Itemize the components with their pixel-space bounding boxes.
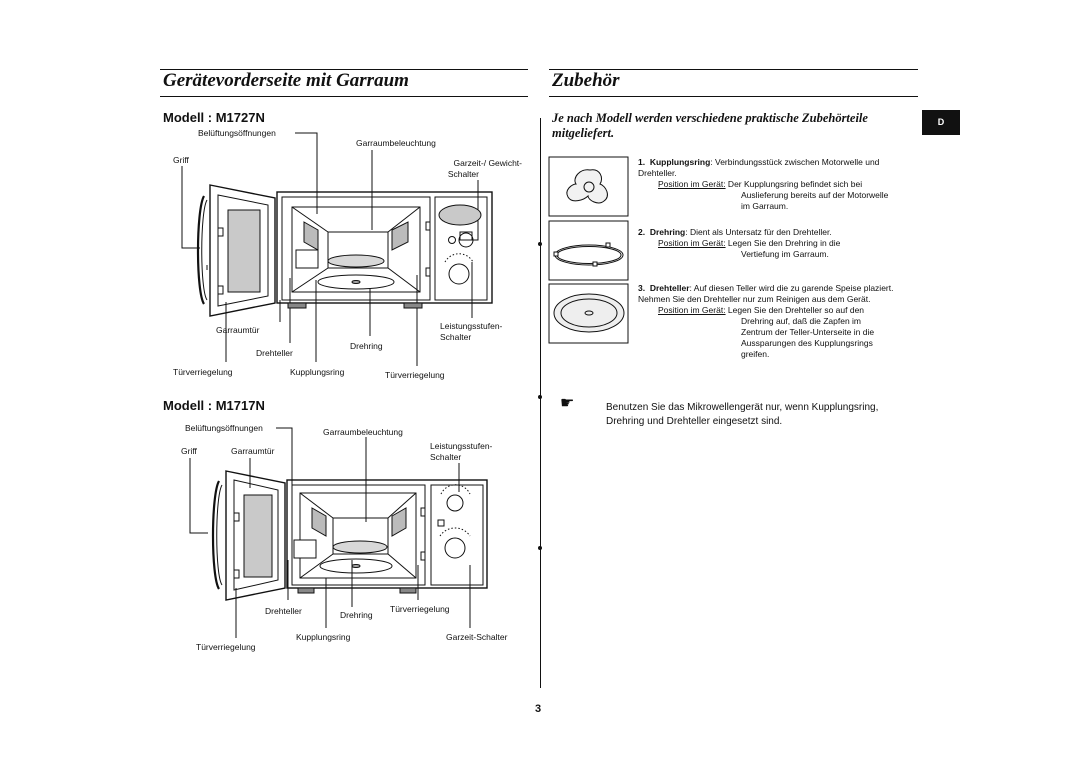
item-position-label: Position im Gerät: (658, 179, 726, 189)
m2-label-power-1: Leistungsstufen- (430, 441, 493, 451)
m1-label-timer-1: Garzeit-/ Gewicht- (453, 158, 523, 168)
m1-label-door: Garraumtür (216, 325, 260, 335)
right-section-title: Zubehör (552, 70, 620, 91)
coupler-image-frame (548, 156, 629, 217)
m1-label-latch-right: Türverriegelung (385, 370, 445, 380)
m1-label-handle: Griff (173, 155, 189, 165)
m1-label-light: Garraumbeleuchtung (356, 138, 436, 148)
m2-label-turntable: Drehteller (265, 606, 302, 616)
m1-label-vents: Belüftungsöffnungen (198, 128, 276, 138)
item-position-line: Vertiefung im Garraum. (741, 249, 829, 259)
item-description: : Dient als Untersatz für den Drehteller… (685, 227, 832, 237)
item-position-label: Position im Gerät: (658, 305, 726, 315)
accessories-intro: Je nach Modell werden verschiedene prakt… (552, 111, 868, 140)
right-title-rule-top (549, 69, 918, 70)
item-position-line: greifen. (741, 349, 770, 359)
m1-label-timer-2: Schalter (447, 169, 479, 179)
item-position-text: Legen Sie den Drehteller so auf den (725, 305, 865, 315)
item-position-line: Aussparungen des Kupplungsrings (741, 338, 873, 348)
m2-label-ring: Drehring (340, 610, 373, 620)
divider-dot-2 (538, 395, 542, 399)
item-name: Kupplungsring (649, 157, 711, 167)
m2-label-light: Garraumbeleuchtung (323, 427, 403, 437)
item-description: : Verbindungsstück zwischen Motorwelle u… (638, 157, 880, 178)
item-number: 1. (638, 157, 646, 167)
divider-dot-1 (538, 242, 542, 246)
language-tab: D (922, 110, 960, 135)
m1-label-latch-left: Türverriegelung (173, 367, 233, 377)
accessory-item-turntable: 3. Drehteller: Auf diesen Teller wird di… (638, 283, 920, 360)
usage-note: Benutzen Sie das Mikrowellengerät nur, w… (606, 402, 879, 427)
m2-label-latch-right: Türverriegelung (390, 604, 450, 614)
item-position-line: Zentrum der Teller-Unterseite in die (741, 327, 875, 337)
item-position-line: Drehring auf, daß die Zapfen im (741, 316, 862, 326)
item-name: Drehring (649, 227, 686, 237)
left-title-rule-bottom (160, 96, 528, 97)
item-position-line: im Garraum. (741, 201, 789, 211)
m1-label-turntable: Drehteller (256, 348, 293, 358)
right-title-rule-bottom (549, 96, 918, 97)
left-section-title: Gerätevorderseite mit Garraum (163, 70, 409, 91)
item-position-text: Der Kupplungsring befindet sich bei (725, 179, 863, 189)
item-number: 2. (638, 227, 646, 237)
column-divider (540, 118, 541, 688)
coupler-shape (566, 169, 608, 204)
accessory-item-roller-ring: 2. Drehring: Dient als Untersatz für den… (638, 227, 920, 260)
item-position-line: Auslieferung bereits auf der Motorwelle (741, 190, 889, 200)
m2-label-handle: Griff (181, 446, 197, 456)
m2-label-power-2: Schalter (430, 452, 462, 462)
m2-label-latch-left: Türverriegelung (196, 642, 256, 652)
divider-dot-3 (538, 546, 542, 550)
m1-label-ring: Drehring (350, 341, 383, 351)
item-name: Drehteller (649, 283, 690, 293)
item-position-label: Position im Gerät: (658, 238, 726, 248)
model-m1717n-heading: Modell : M1717N (163, 398, 265, 413)
m1-label-coupler: Kupplungsring (290, 367, 345, 377)
item-number: 3. (638, 283, 646, 293)
m1-label-power-2: Schalter (440, 332, 472, 342)
m2-label-timer: Garzeit-Schalter (446, 632, 508, 642)
model-m1727n-heading: Modell : M1727N (163, 110, 265, 125)
turntable-image-frame (548, 283, 629, 344)
accessory-item-coupler: 1. Kupplungsring: Verbindungsstück zwisc… (638, 157, 920, 212)
m1-label-power-1: Leistungsstufen- (440, 321, 503, 331)
item-description: : Auf diesen Teller wird die zu garende … (638, 283, 894, 304)
item-position-text: Legen Sie den Drehring in die (725, 238, 841, 248)
m2-label-door: Garraumtür (231, 446, 275, 456)
page-number: 3 (535, 703, 542, 715)
roller-ring-image-frame (548, 220, 629, 281)
m2-label-coupler: Kupplungsring (296, 632, 351, 642)
left-title-rule-top (160, 69, 528, 70)
m2-label-vents: Belüftungsöffnungen (185, 423, 263, 433)
hand-pointer-icon: ☛ (560, 395, 575, 412)
